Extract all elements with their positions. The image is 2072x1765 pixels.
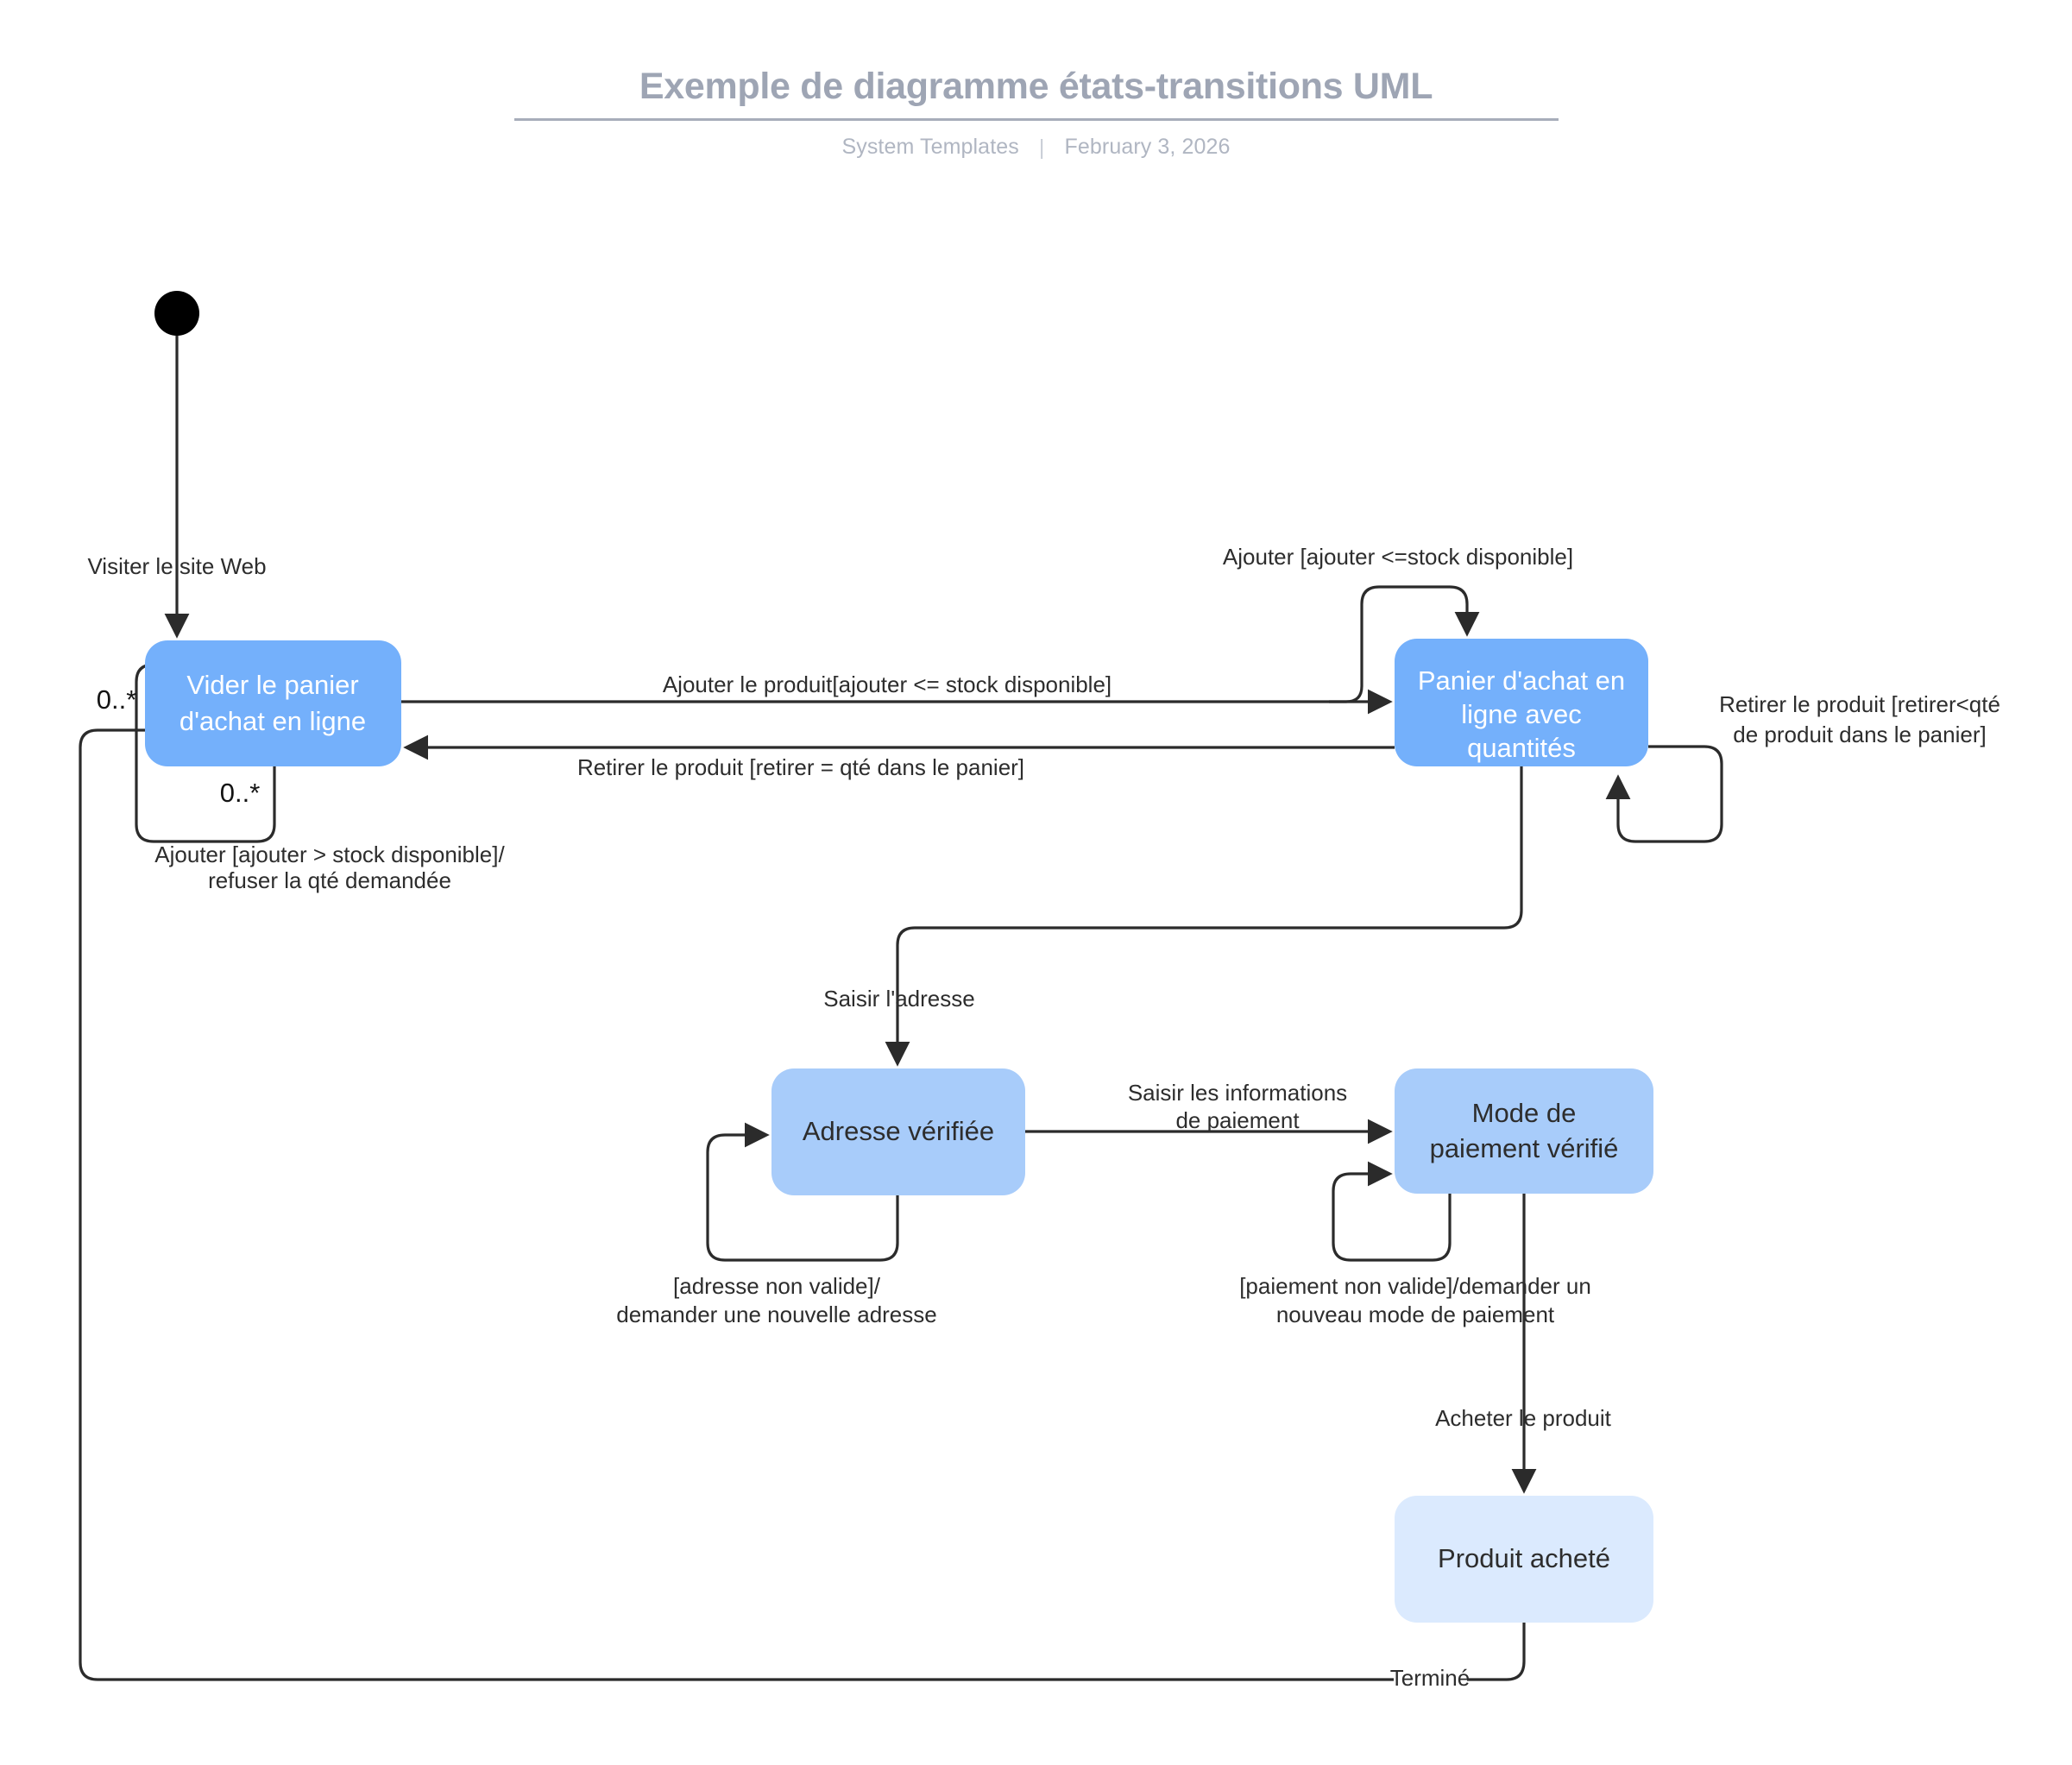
edge-paiement-invalide-self-loop (1332, 1161, 1452, 1262)
subtitle-date: February 3, 2026 (1064, 135, 1231, 160)
subtitle-author: System Templates (841, 135, 1019, 160)
document-header: Exemple de diagramme états-transitions U… (0, 0, 2072, 160)
edge-ajouter-self-loop (1329, 585, 1480, 703)
label-ajouter-refus-line-2: refuser la qté demandée (208, 867, 451, 893)
label-adresse-invalide-line-2: demander une nouvelle adresse (616, 1302, 936, 1327)
label-adresse-invalide-line-1: [adresse non valide]/ (673, 1273, 881, 1299)
edge-adresse-invalide-self-loop (706, 1122, 899, 1262)
state-mode-paiement-line-2: paiement vérifié (1430, 1133, 1619, 1163)
initial-state-node[interactable] (154, 291, 199, 336)
multiplicity-left-upper: 0..* (97, 684, 137, 715)
label-saisir-paiement-line-2: de paiement (1175, 1107, 1300, 1133)
label-paiement-invalide-line-1: [paiement non valide]/demander un (1239, 1273, 1591, 1299)
label-acheter-le-produit: Acheter le produit (1435, 1405, 1612, 1431)
state-produit-achete[interactable]: Produit acheté (1395, 1496, 1653, 1623)
state-panier-quantites-line-2: ligne avec (1461, 699, 1582, 729)
label-ajouter-le-produit: Ajouter le produit[ajouter <= stock disp… (663, 671, 1112, 697)
label-ajouter-refus-line-1: Ajouter [ajouter > stock disponible]/ (154, 842, 505, 867)
title-underline (513, 118, 1559, 122)
label-termine: Terminé (1390, 1665, 1470, 1691)
label-saisir-adresse: Saisir l'adresse (823, 986, 974, 1012)
label-retirer-partiel-line-2: de produit dans le panier] (1733, 722, 1986, 747)
state-vider-panier-line-2: d'achat en ligne (179, 706, 366, 736)
state-panier-quantites[interactable]: Panier d'achat en ligne avec quantités (1395, 639, 1648, 766)
state-adresse-verifiee-label: Adresse vérifiée (803, 1116, 994, 1146)
edge-saisir-adresse (885, 766, 1523, 1067)
page-title: Exemple de diagramme états-transitions U… (639, 66, 1433, 107)
state-panier-quantites-line-1: Panier d'achat en (1418, 665, 1625, 696)
label-visiter-le-site-web: Visiter le site Web (87, 553, 266, 579)
label-saisir-paiement-line-1: Saisir les informations (1128, 1080, 1347, 1106)
edges-layer (79, 336, 1723, 1681)
edge-labels-layer: Visiter le site Web Ajouter le produit[a… (87, 544, 2000, 1691)
edge-retirer-partiel-self-loop (1605, 745, 1723, 843)
state-adresse-verifiee[interactable]: Adresse vérifiée (771, 1068, 1025, 1195)
state-produit-achete-label: Produit acheté (1438, 1543, 1610, 1573)
state-mode-paiement-line-1: Mode de (1472, 1098, 1577, 1128)
label-ajouter-self-loop: Ajouter [ajouter <=stock disponible] (1223, 544, 1573, 570)
label-retirer-produit-total: Retirer le produit [retirer = qté dans l… (577, 754, 1024, 780)
document-subtitle: System Templates | February 3, 2026 (0, 135, 2072, 160)
multiplicity-left-lower: 0..* (220, 778, 261, 808)
label-retirer-partiel-line-1: Retirer le produit [retirer<qté (1719, 691, 2000, 717)
edge-termine-return (79, 730, 1526, 1681)
states-layer: Vider le panier d'achat en ligne Panier … (145, 291, 1653, 1623)
multiplicity-labels-layer: 0..* 0..* (97, 684, 261, 808)
label-paiement-invalide-line-2: nouveau mode de paiement (1276, 1302, 1555, 1327)
state-panier-quantites-line-3: quantités (1467, 733, 1576, 763)
subtitle-separator: | (1038, 136, 1045, 161)
edge-ajouter-refus-self-loop (135, 652, 276, 843)
state-vider-panier-line-1: Vider le panier (186, 670, 358, 700)
state-vider-panier[interactable]: Vider le panier d'achat en ligne (145, 640, 401, 766)
state-mode-paiement[interactable]: Mode de paiement vérifié (1395, 1068, 1653, 1194)
